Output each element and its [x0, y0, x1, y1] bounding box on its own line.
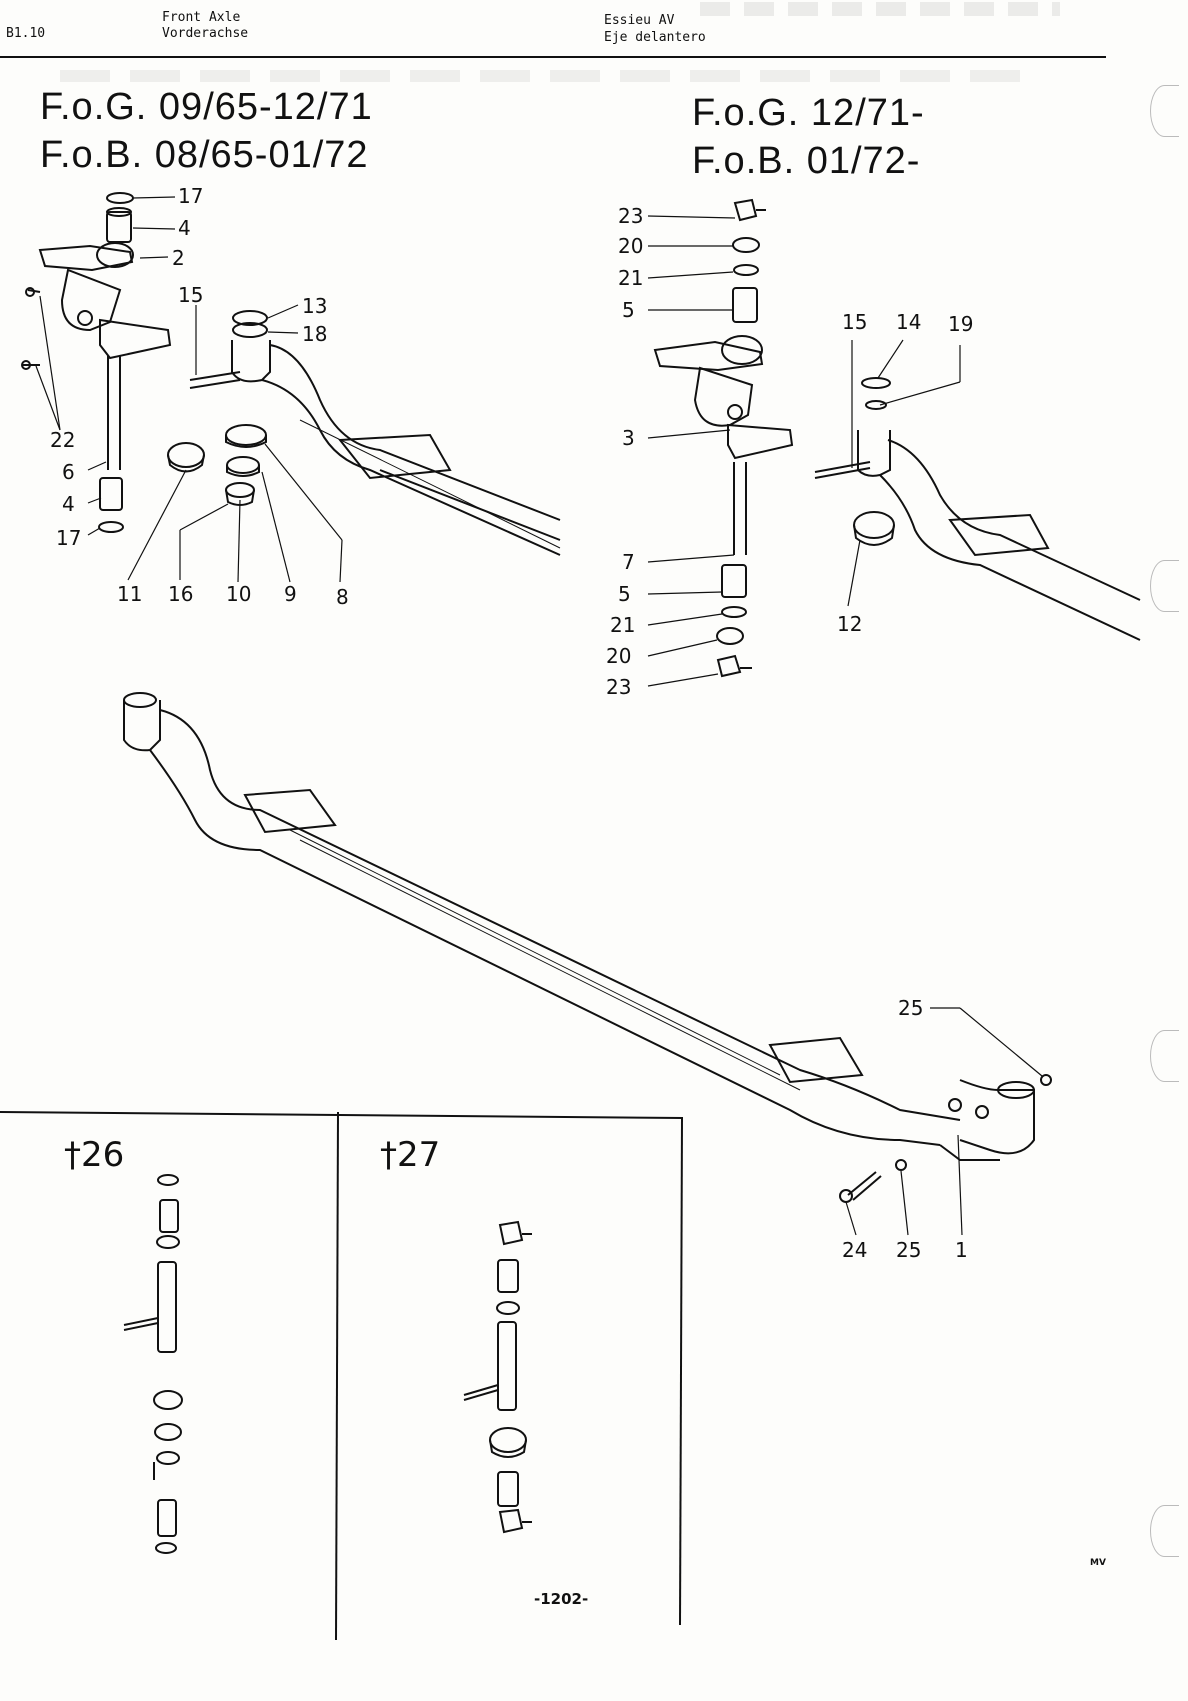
left-bushing-stack [167, 424, 267, 506]
callout: 21 [610, 613, 636, 637]
callout: 16 [168, 582, 194, 606]
callout: 10 [226, 582, 252, 606]
title-en: Front Axle [162, 10, 241, 25]
left-title-line2: F.o.B. 08/65-01/72 [40, 134, 369, 176]
left-kingpin-assembly [21, 192, 241, 533]
binder-hole [1150, 85, 1179, 137]
page-number: -1202- [534, 1590, 589, 1608]
callout: 24 [842, 1238, 868, 1262]
callout: 4 [62, 492, 75, 516]
callout: 15 [178, 283, 204, 307]
callout: 20 [606, 644, 632, 668]
callout: 22 [50, 428, 76, 452]
callout: 1 [955, 1238, 968, 1262]
callout: 8 [336, 585, 349, 609]
callout: 19 [948, 312, 974, 336]
left-axle-beam-end [231, 310, 561, 556]
title-de: Vorderachse [162, 26, 249, 41]
header-rule [0, 56, 1106, 58]
kit-26-label: †26 [64, 1135, 125, 1175]
callout-leaders [35, 196, 1043, 1236]
bleed-through-text [700, 2, 1060, 16]
callout: 20 [618, 234, 644, 258]
callout: 18 [302, 322, 328, 346]
callout: 7 [622, 550, 635, 574]
callout: 6 [62, 460, 75, 484]
left-title-line1: F.o.G. 09/65-12/71 [40, 86, 373, 128]
callout: 2 [172, 246, 185, 270]
callout: 11 [117, 582, 143, 606]
callout: 21 [618, 266, 644, 290]
kit-27-label: †27 [380, 1135, 441, 1175]
callout: 15 [842, 310, 868, 334]
kit-26-parts [123, 1174, 183, 1554]
callout: 17 [178, 184, 204, 208]
callout: 25 [898, 996, 924, 1020]
kit-27-parts [463, 1220, 532, 1534]
callout: 13 [302, 294, 328, 318]
callout: 12 [837, 612, 863, 636]
callout: 14 [896, 310, 922, 334]
callout: 25 [896, 1238, 922, 1262]
right-title-line1: F.o.G. 12/71- [692, 92, 925, 134]
callout: 23 [606, 675, 632, 699]
callout: 3 [622, 426, 635, 450]
binder-hole [1150, 560, 1179, 612]
binder-hole [1150, 1505, 1179, 1557]
right-kingpin-assembly [653, 198, 794, 678]
title-es: Eje delantero [604, 30, 706, 45]
right-title-line2: F.o.B. 01/72- [692, 140, 921, 182]
callout: 17 [56, 526, 82, 550]
callout: 9 [284, 582, 297, 606]
initials: MV [1090, 1558, 1106, 1568]
binder-hole [1150, 1030, 1179, 1082]
kit-box-frame [0, 1111, 684, 1641]
section-code: B1.10 [6, 26, 46, 41]
title-fr: Essieu AV [604, 13, 675, 28]
right-axle-beam-end [814, 377, 1141, 641]
callout: 4 [178, 216, 191, 240]
bleed-through-text [60, 70, 1020, 82]
callout: 5 [622, 298, 635, 322]
main-axle-beam [123, 692, 1052, 1203]
callout: 5 [618, 582, 631, 606]
callout: 23 [618, 204, 644, 228]
